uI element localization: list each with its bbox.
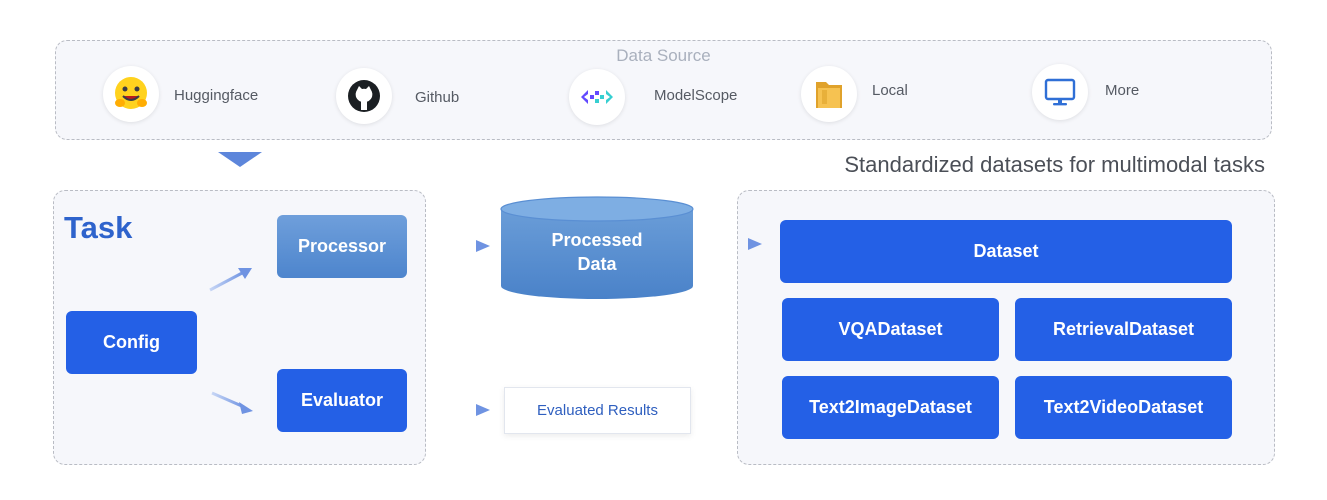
source-label-modelscope: ModelScope [654,87,738,104]
source-label-local: Local [872,82,908,99]
dataset-box: Dataset [780,220,1232,283]
processed-data-cylinder [500,196,694,299]
arrow-evaluator-to-results [440,404,490,416]
processor-box: Processor [277,215,407,278]
source-label-more: More [1105,82,1140,99]
datasets-caption: Standardized datasets for multimodal tas… [844,152,1265,177]
retrieval-dataset-box: RetrievalDataset [1015,298,1232,361]
evaluator-box: Evaluator [277,369,407,432]
github-icon [336,68,392,124]
folder-icon [801,66,857,122]
source-label-github: Github [415,89,460,106]
vqa-dataset-box: VQADataset [782,298,999,361]
text2image-dataset-box: Text2ImageDataset [782,376,999,439]
source-label-huggingface: Huggingface [174,87,259,104]
monitor-icon [1032,64,1088,120]
evaluated-results-box: Evaluated Results [504,387,691,434]
task-title: Task [64,210,133,245]
modelscope-icon [569,69,625,125]
arrow-processor-to-data [440,240,490,252]
processed-data-line2: Data [577,254,617,274]
down-arrow-icon [218,152,262,167]
processed-data-line1: Processed [551,230,643,250]
config-box: Config [66,311,197,374]
processed-data-label: Processed Data [500,228,694,276]
data-source-title: Data Source [616,46,711,65]
hugging-face-emoji-icon [103,66,159,122]
text2video-dataset-box: Text2VideoDataset [1015,376,1232,439]
